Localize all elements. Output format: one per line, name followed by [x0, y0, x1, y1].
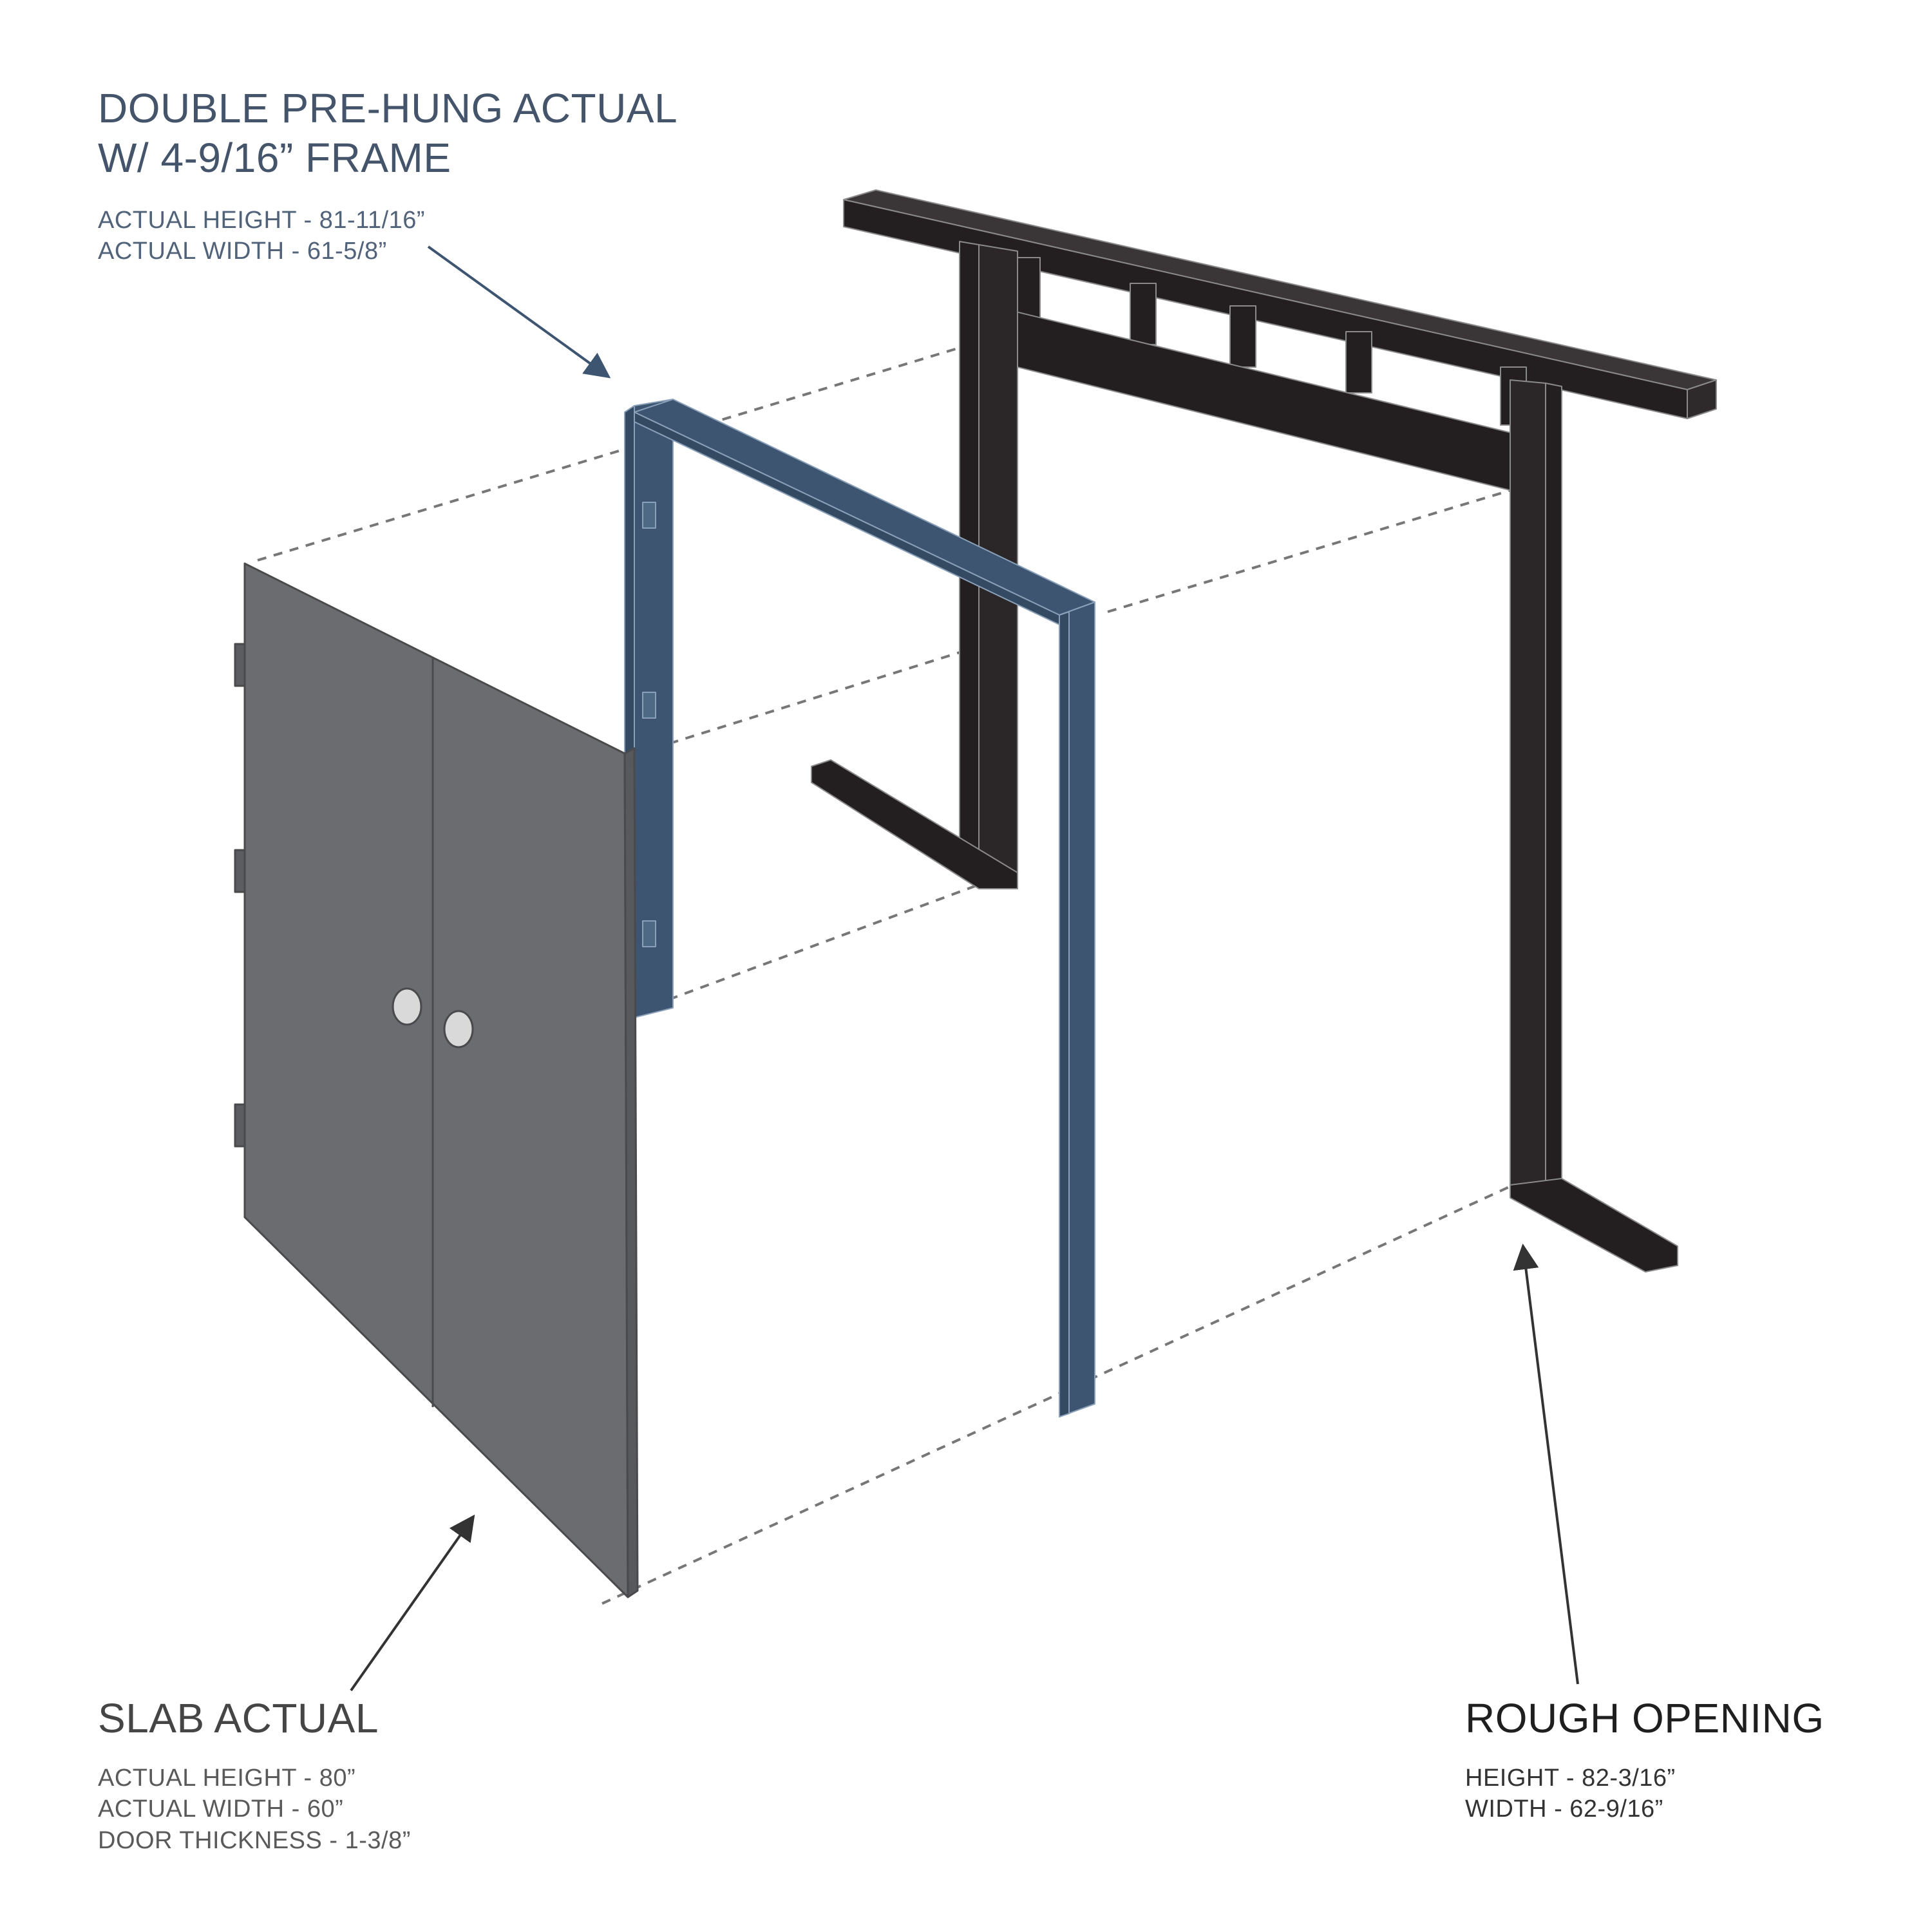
prehung-right-jamb-edge — [1059, 611, 1070, 1417]
prehung-height: ACTUAL HEIGHT - 81-11/16” — [98, 206, 426, 234]
rough-top-plate-end — [1687, 379, 1717, 419]
door-slab — [234, 562, 639, 1598]
slab-edge — [623, 747, 639, 1598]
slab-hinge — [234, 643, 246, 687]
prehung-title-line1: DOUBLE PRE-HUNG ACTUAL — [98, 85, 678, 131]
prehung-callout: DOUBLE PRE-HUNG ACTUAL W/ 4-9/16” FRAME … — [98, 84, 677, 267]
rough-right-king-stud — [1545, 383, 1562, 1195]
cripple-stud — [1345, 331, 1372, 393]
rough-opening-width: WIDTH - 62-9/16” — [1465, 1795, 1663, 1823]
dashed-line-middle — [637, 649, 967, 755]
slab-specs: ACTUAL HEIGHT - 80” ACTUAL WIDTH - 60” D… — [98, 1763, 411, 1857]
rough-opening-frame — [811, 189, 1717, 1273]
dashed-line-bottom — [601, 1184, 1514, 1605]
rough-opening-callout: ROUGH OPENING HEIGHT - 82-3/16” WIDTH - … — [1465, 1694, 1824, 1825]
dashed-projection-lines — [257, 346, 1514, 1605]
door-knob-right — [443, 1010, 474, 1048]
cripple-stud — [1130, 283, 1157, 345]
prehung-hinge — [642, 502, 656, 529]
rough-opening-height: HEIGHT - 82-3/16” — [1465, 1764, 1676, 1792]
slab-width: ACTUAL WIDTH - 60” — [98, 1795, 344, 1823]
slab-face — [243, 562, 629, 1598]
prehung-title: DOUBLE PRE-HUNG ACTUAL W/ 4-9/16” FRAME — [98, 84, 677, 183]
dashed-line-top-left — [257, 346, 960, 562]
slab-hinge — [234, 1103, 246, 1148]
prehung-hinge — [642, 692, 656, 719]
prehung-title-line2: W/ 4-9/16” FRAME — [98, 134, 451, 181]
rough-right-bottom-plate — [1510, 1178, 1678, 1273]
rough-left-bottom-plate — [811, 759, 1018, 889]
slab-callout: SLAB ACTUAL ACTUAL HEIGHT - 80” ACTUAL W… — [98, 1694, 411, 1857]
slab-callout-arrow — [350, 1514, 475, 1692]
prehung-callout-arrow — [427, 245, 611, 379]
rough-callout-arrow — [1513, 1244, 1579, 1685]
slab-title: SLAB ACTUAL — [98, 1695, 379, 1741]
prehung-hinge — [642, 920, 656, 947]
dashed-line-upper-right — [1107, 488, 1514, 613]
rough-opening-specs: HEIGHT - 82-3/16” WIDTH - 62-9/16” — [1465, 1763, 1824, 1825]
slab-thickness: DOOR THICKNESS - 1-3/8” — [98, 1827, 411, 1855]
cripple-stud — [1229, 305, 1256, 368]
dashed-line-lower — [637, 881, 986, 1012]
slab-height: ACTUAL HEIGHT - 80” — [98, 1764, 356, 1792]
prehung-width: ACTUAL WIDTH - 61-5/8” — [98, 238, 387, 265]
prehung-frame — [624, 399, 1095, 1417]
prehung-head-jamb — [634, 399, 1095, 616]
slab-hinge — [234, 849, 246, 893]
rough-opening-title: ROUGH OPENING — [1465, 1695, 1824, 1741]
rough-right-jack-stud — [1510, 379, 1546, 1192]
door-knob-left — [392, 987, 422, 1026]
prehung-specs: ACTUAL HEIGHT - 81-11/16” ACTUAL WIDTH -… — [98, 205, 677, 267]
